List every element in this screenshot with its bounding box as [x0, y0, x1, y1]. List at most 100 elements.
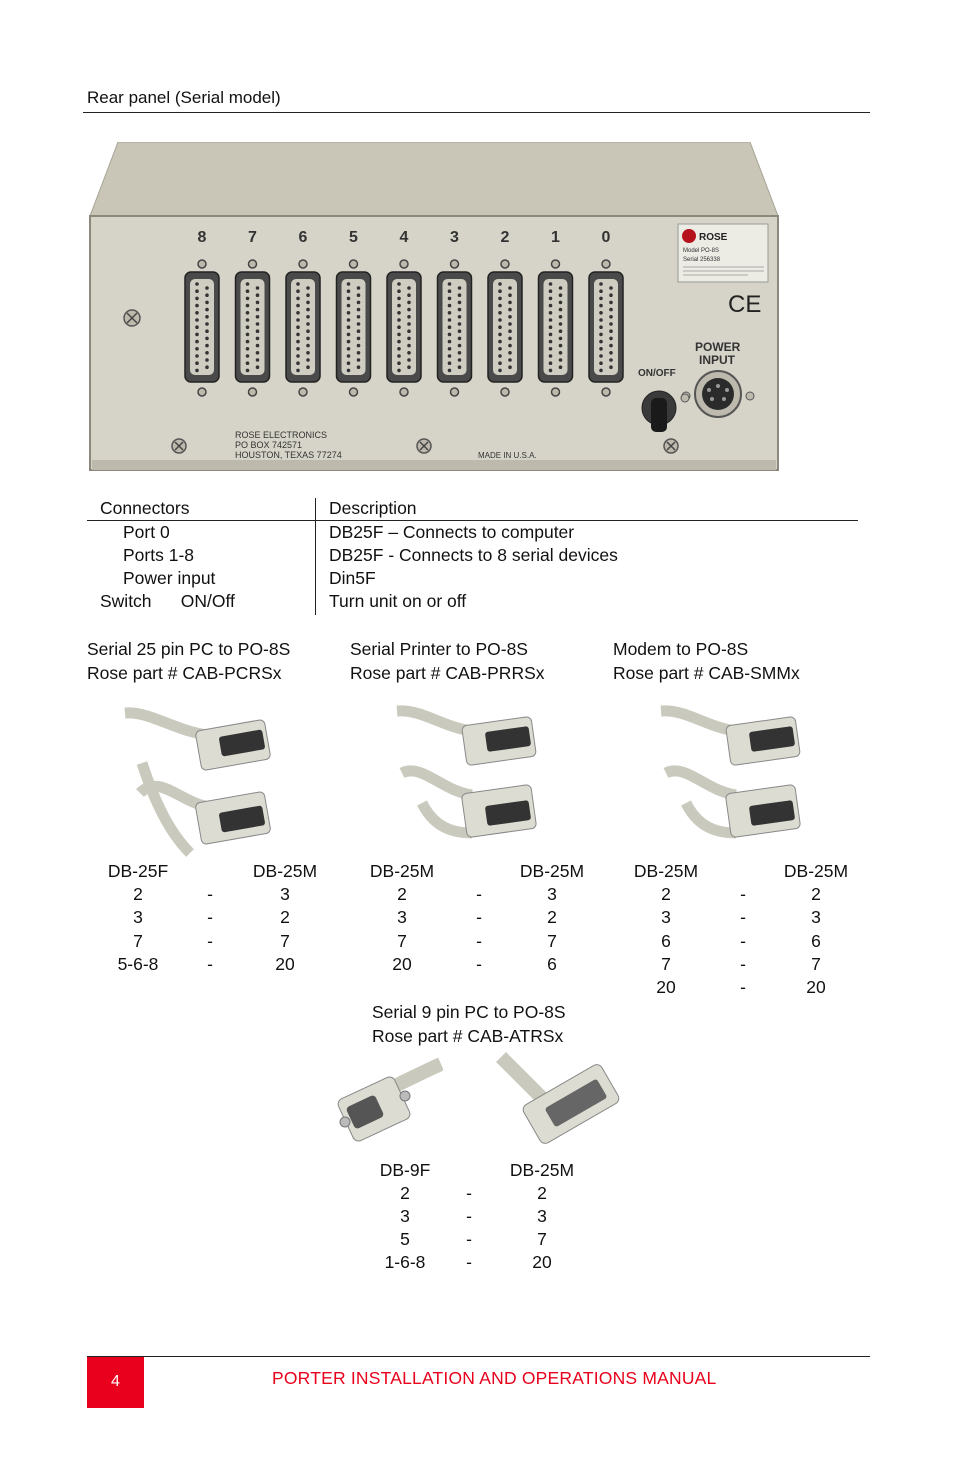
db25-cable-pair-icon [396, 705, 537, 839]
connector-name: Port 0 [123, 522, 170, 542]
made-in-label: MADE IN U.S.A. [478, 451, 537, 460]
address-line-2: PO BOX 742571 [235, 440, 302, 450]
cable-caption: Modem to PO-8S Rose part # CAB-SMMx [613, 637, 800, 685]
address-line-1: ROSE ELECTRONICS [235, 430, 327, 440]
ce-mark: CE [728, 291, 761, 318]
db25-port-icon: 3 [436, 229, 473, 397]
port-number: 1 [551, 229, 560, 246]
connector-description: DB25F - Connects to 8 serial devices [329, 545, 618, 565]
pin-right: 2 [811, 884, 821, 904]
db25-port-icon: 7 [234, 229, 271, 397]
port-number: 5 [349, 229, 358, 246]
connector-description: Turn unit on or off [329, 591, 467, 611]
label-serial: Serial 256338 [683, 257, 721, 263]
pin-left: 2 [133, 884, 143, 904]
pin-right: 7 [537, 1229, 547, 1249]
pin-dash: - [207, 954, 213, 974]
pin-header-left: DB-9F [379, 1160, 431, 1180]
pin-right: 2 [537, 1183, 547, 1203]
pin-left: 7 [397, 931, 407, 951]
pin-dash: - [466, 1252, 472, 1272]
address-line-3: HOUSTON, TEXAS 77274 [235, 450, 342, 460]
page-number-box: 4 [87, 1357, 144, 1408]
pin-header-right: DB-25M [519, 861, 585, 881]
cable-image [337, 1057, 443, 1142]
pin-left: 20 [392, 954, 412, 974]
heading-rule [83, 112, 870, 113]
cable-part-number: Rose part # CAB-SMMx [613, 663, 800, 683]
connector-name: Ports 1-8 [123, 545, 194, 565]
cable-part-number: Rose part # CAB-PCRSx [87, 663, 282, 683]
db25-port-icon: 5 [335, 229, 372, 397]
db25-connector-icon [496, 1052, 620, 1144]
pin-header-left: DB-25M [369, 861, 435, 881]
pin-header-left: DB-25F [107, 861, 169, 881]
cable-image [124, 707, 271, 857]
port-number: 3 [450, 229, 459, 246]
pin-left: 20 [656, 977, 676, 997]
db25-port-icon: 8 [184, 229, 220, 397]
pin-dash: - [476, 931, 482, 951]
pin-left: 2 [397, 884, 407, 904]
pin-right: 20 [806, 977, 826, 997]
pin-dash: - [476, 907, 482, 927]
cable-image [660, 705, 801, 839]
pin-left: 7 [133, 931, 143, 951]
footer-title: PORTER INSTALLATION AND OPERATIONS MANUA… [272, 1368, 717, 1388]
db25-port-icon: 1 [537, 229, 574, 397]
power-switch-icon [641, 390, 690, 432]
port-number: 0 [602, 229, 611, 246]
pin-right: 7 [547, 931, 557, 951]
port-number: 8 [198, 229, 207, 246]
pin-right: 3 [280, 884, 290, 904]
pin-right: 2 [547, 907, 557, 927]
connectors-table: Connectors Description Port 0 DB25F – Co… [87, 498, 858, 616]
pin-dash: - [740, 884, 746, 904]
db9-connector-icon [337, 1057, 443, 1142]
connector-description: DB25F – Connects to computer [329, 522, 575, 542]
pin-dash: - [740, 977, 746, 997]
pin-dash: - [466, 1206, 472, 1226]
pin-right: 6 [547, 954, 557, 974]
pin-header-right: DB-25M [783, 861, 849, 881]
db25-cable-pair-icon [124, 707, 271, 857]
pin-dash: - [207, 931, 213, 951]
db25-port-icon: 4 [386, 229, 422, 397]
pin-dash: - [740, 907, 746, 927]
pin-dash: - [476, 884, 482, 904]
pin-header-right: DB-25M [509, 1160, 575, 1180]
pin-left: 5 [400, 1229, 410, 1249]
pin-left: 6 [661, 931, 671, 951]
header-description: Description [329, 498, 417, 518]
pin-dash: - [207, 907, 213, 927]
pin-right: 6 [811, 931, 821, 951]
port-number: 2 [501, 229, 510, 246]
pin-left: 5-6-8 [117, 954, 159, 974]
port-number: 4 [400, 229, 409, 246]
connector-name: Power input [123, 568, 216, 588]
table-header-rule [87, 520, 858, 521]
pin-header-left: DB-25M [633, 861, 699, 881]
pin-left: 3 [661, 907, 671, 927]
pin-left: 2 [661, 884, 671, 904]
pin-right: 2 [280, 907, 290, 927]
section-heading: Rear panel (Serial model) [87, 88, 281, 107]
pin-left: 1-6-8 [384, 1252, 426, 1272]
pin-right: 20 [532, 1252, 552, 1272]
port-number: 6 [299, 229, 308, 246]
db25-port-icon: 6 [285, 229, 321, 397]
pin-right: 7 [280, 931, 290, 951]
db25-port-icon: 0 [588, 229, 624, 397]
header-connectors: Connectors [100, 498, 190, 518]
pin-left: 3 [397, 907, 407, 927]
pin-dash: - [207, 884, 213, 904]
onoff-label: ON/OFF [638, 368, 676, 379]
pin-right: 7 [811, 954, 821, 974]
pin-dash: - [740, 931, 746, 951]
pin-header-right: DB-25M [252, 861, 318, 881]
pin-right: 3 [811, 907, 821, 927]
power-input-icon [681, 370, 755, 418]
table-column-rule [315, 498, 316, 615]
cable-title: Serial 25 pin PC to PO-8S [87, 639, 291, 659]
